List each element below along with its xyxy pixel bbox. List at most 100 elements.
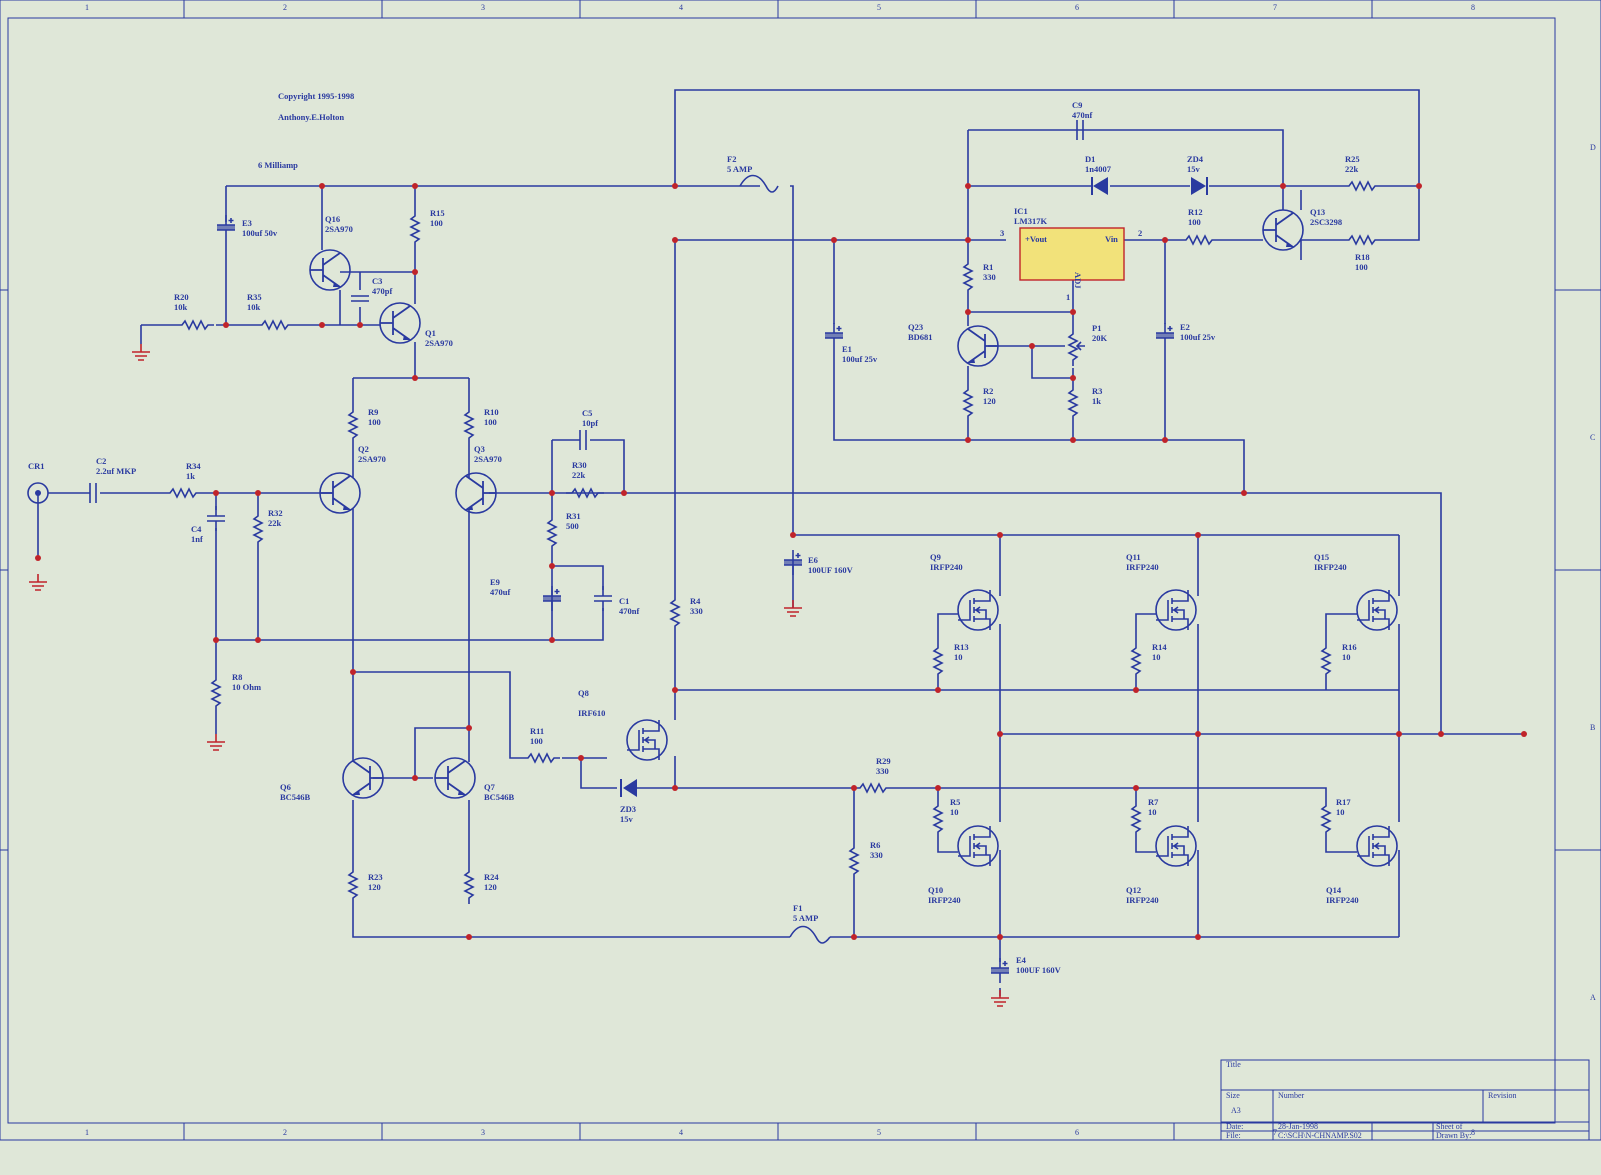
mosfet-q14: Q14 IRFP240 bbox=[1326, 825, 1398, 905]
mosfet-q11: Q11 IRFP240 bbox=[1126, 552, 1197, 631]
ic1-pin-num: 2 bbox=[1138, 228, 1142, 238]
drawn-by-label: Drawn By: bbox=[1436, 1131, 1471, 1140]
ground-icon bbox=[206, 733, 226, 751]
zener-zd3: ZD3 15v bbox=[620, 779, 637, 824]
svg-text:R17: R17 bbox=[1336, 797, 1351, 807]
mosfet-q12: Q12 IRFP240 bbox=[1126, 825, 1197, 905]
mosfet-q8: Q8 IRF610 bbox=[578, 688, 668, 761]
file-label: File: bbox=[1226, 1131, 1241, 1140]
svg-text:P1: P1 bbox=[1092, 323, 1101, 333]
row-mark: D bbox=[1590, 143, 1596, 152]
date-value: 28-Jan-1998 bbox=[1278, 1122, 1318, 1131]
svg-text:10k: 10k bbox=[247, 302, 261, 312]
ground-icon bbox=[131, 343, 151, 361]
svg-text:R12: R12 bbox=[1188, 207, 1203, 217]
svg-text:100uf 25v: 100uf 25v bbox=[1180, 332, 1216, 342]
ic1-pin-num: 3 bbox=[1000, 228, 1004, 238]
transistor-q16: Q16 2SA970 bbox=[309, 214, 353, 291]
svg-text:100UF 160V: 100UF 160V bbox=[1016, 965, 1062, 975]
resistor-r11: R11 100 bbox=[521, 726, 561, 763]
svg-text:BC546B: BC546B bbox=[484, 792, 515, 802]
svg-text:R11: R11 bbox=[530, 726, 544, 736]
capacitor-c4: C4 1nf bbox=[191, 505, 226, 544]
svg-text:10: 10 bbox=[1152, 652, 1161, 662]
svg-text:Q15: Q15 bbox=[1314, 552, 1329, 562]
svg-text:Q14: Q14 bbox=[1326, 885, 1342, 895]
col-mark: 3 bbox=[481, 1128, 485, 1137]
connector-cr1: CR1 bbox=[27, 461, 49, 504]
col-mark: 1 bbox=[85, 1128, 89, 1137]
svg-text:330: 330 bbox=[983, 272, 996, 282]
transistor-q2: Q2 2SA970 bbox=[319, 444, 386, 514]
svg-text:1k: 1k bbox=[1092, 396, 1101, 406]
transistor-q23: Q23 BD681 bbox=[908, 322, 999, 367]
resistor-r3: R3 1k bbox=[1068, 383, 1102, 423]
transistor-q3: Q3 2SA970 bbox=[455, 444, 502, 514]
sheet-frame: 1 2 3 4 5 6 7 8 1 2 3 4 5 6 7 8 D C B A bbox=[0, 0, 1601, 1141]
ic1-lm317: +Vout Vin ADJ 3 2 1 IC1 LM317K bbox=[1000, 206, 1142, 302]
svg-text:10: 10 bbox=[950, 807, 959, 817]
resistor-r6: R6 330 bbox=[849, 840, 883, 881]
number-label: Number bbox=[1278, 1091, 1305, 1100]
col-mark: 8 bbox=[1471, 1128, 1475, 1137]
resistor-r35: R35 10k bbox=[247, 292, 295, 330]
svg-text:100: 100 bbox=[484, 417, 497, 427]
svg-text:10 Ohm: 10 Ohm bbox=[232, 682, 261, 692]
svg-text:R25: R25 bbox=[1345, 154, 1360, 164]
svg-text:470nf: 470nf bbox=[1072, 110, 1092, 120]
svg-text:C9: C9 bbox=[1072, 100, 1082, 110]
svg-text:ZD4: ZD4 bbox=[1187, 154, 1204, 164]
svg-text:2.2uf MKP: 2.2uf MKP bbox=[96, 466, 136, 476]
svg-text:R4: R4 bbox=[690, 596, 701, 606]
resistor-r15: R15 100 bbox=[410, 208, 445, 249]
col-mark: 1 bbox=[85, 3, 89, 12]
electrolytic-e9: E9 470uf bbox=[490, 577, 562, 612]
resistor-r8: R8 10 Ohm bbox=[211, 672, 261, 713]
col-mark: 5 bbox=[877, 3, 881, 12]
svg-text:R5: R5 bbox=[950, 797, 960, 807]
row-mark: C bbox=[1590, 433, 1595, 442]
col-mark: 5 bbox=[877, 1128, 881, 1137]
ground-icon bbox=[783, 599, 803, 617]
svg-text:R23: R23 bbox=[368, 872, 383, 882]
svg-text:BD681: BD681 bbox=[908, 332, 933, 342]
col-mark: 4 bbox=[679, 1128, 683, 1137]
svg-text:R9: R9 bbox=[368, 407, 378, 417]
capacitor-c9: C9 470nf bbox=[1072, 100, 1092, 140]
svg-text:100UF 160V: 100UF 160V bbox=[808, 565, 854, 575]
ic1-pin-vin: Vin bbox=[1105, 234, 1118, 244]
svg-text:2SA970: 2SA970 bbox=[358, 454, 386, 464]
svg-text:1k: 1k bbox=[186, 471, 195, 481]
electrolytic-e1: E1 100uf 25v bbox=[824, 322, 878, 364]
junction-dots bbox=[35, 183, 1527, 940]
svg-text:F2: F2 bbox=[727, 154, 736, 164]
svg-text:F1: F1 bbox=[793, 903, 802, 913]
capacitor-c2: C2 2.2uf MKP bbox=[89, 456, 136, 503]
capacitor-c1: C1 470nf bbox=[593, 585, 639, 616]
transistor-q1: Q1 2SA970 bbox=[379, 302, 453, 348]
svg-text:E3: E3 bbox=[242, 218, 252, 228]
date-label: Date: bbox=[1226, 1122, 1243, 1131]
resistor-r20: R20 10k bbox=[174, 292, 215, 330]
ground-icon bbox=[28, 573, 48, 591]
size-label: Size bbox=[1226, 1091, 1240, 1100]
mosfet-q9: Q9 IRFP240 bbox=[930, 552, 999, 631]
svg-text:R13: R13 bbox=[954, 642, 969, 652]
mosfet-q10: Q10 IRFP240 bbox=[928, 825, 999, 905]
svg-text:R2: R2 bbox=[983, 386, 993, 396]
svg-text:22k: 22k bbox=[268, 518, 282, 528]
svg-text:C2: C2 bbox=[96, 456, 106, 466]
fuse-f2: F2 5 AMP bbox=[727, 154, 779, 193]
potentiometer-p1: P1 20K bbox=[1068, 323, 1108, 367]
svg-text:10: 10 bbox=[1336, 807, 1345, 817]
svg-text:15v: 15v bbox=[1187, 164, 1201, 174]
col-mark: 3 bbox=[481, 3, 485, 12]
svg-text:1nf: 1nf bbox=[191, 534, 203, 544]
svg-text:Q8: Q8 bbox=[578, 688, 589, 698]
svg-text:10: 10 bbox=[1342, 652, 1351, 662]
svg-text:22k: 22k bbox=[1345, 164, 1359, 174]
resistor-r14: R14 10 bbox=[1131, 641, 1167, 681]
svg-text:IRFP240: IRFP240 bbox=[1126, 895, 1159, 905]
svg-text:Q9: Q9 bbox=[930, 552, 941, 562]
col-mark: 7 bbox=[1273, 1128, 1277, 1137]
